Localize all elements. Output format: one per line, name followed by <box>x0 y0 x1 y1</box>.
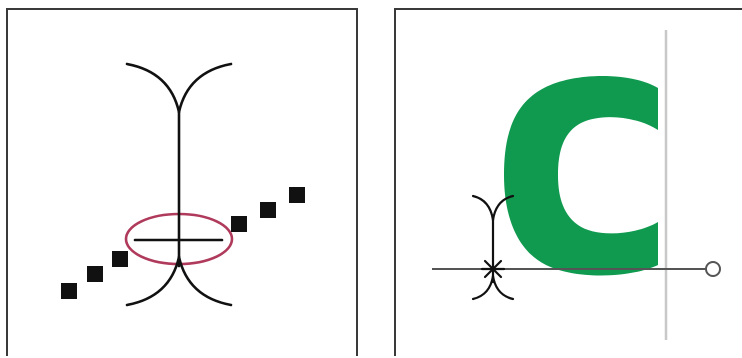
baseline-handle-square <box>231 216 247 232</box>
baseline-handle-square <box>112 251 128 267</box>
i-beam-cursor-icon <box>471 194 515 301</box>
glyph-c <box>504 76 658 276</box>
path-end-point <box>705 261 721 277</box>
baseline-handle-square <box>87 266 103 282</box>
right-illustration-panel <box>394 8 742 356</box>
baseline-handle-square <box>61 283 77 299</box>
baseline-handle-square <box>289 187 305 203</box>
left-illustration-panel <box>6 8 358 356</box>
right-illustration <box>432 30 721 340</box>
baseline-handle-squares <box>61 187 305 299</box>
baseline-handle-square <box>260 202 276 218</box>
i-beam-cursor-icon <box>125 62 233 307</box>
left-illustration <box>61 62 305 307</box>
